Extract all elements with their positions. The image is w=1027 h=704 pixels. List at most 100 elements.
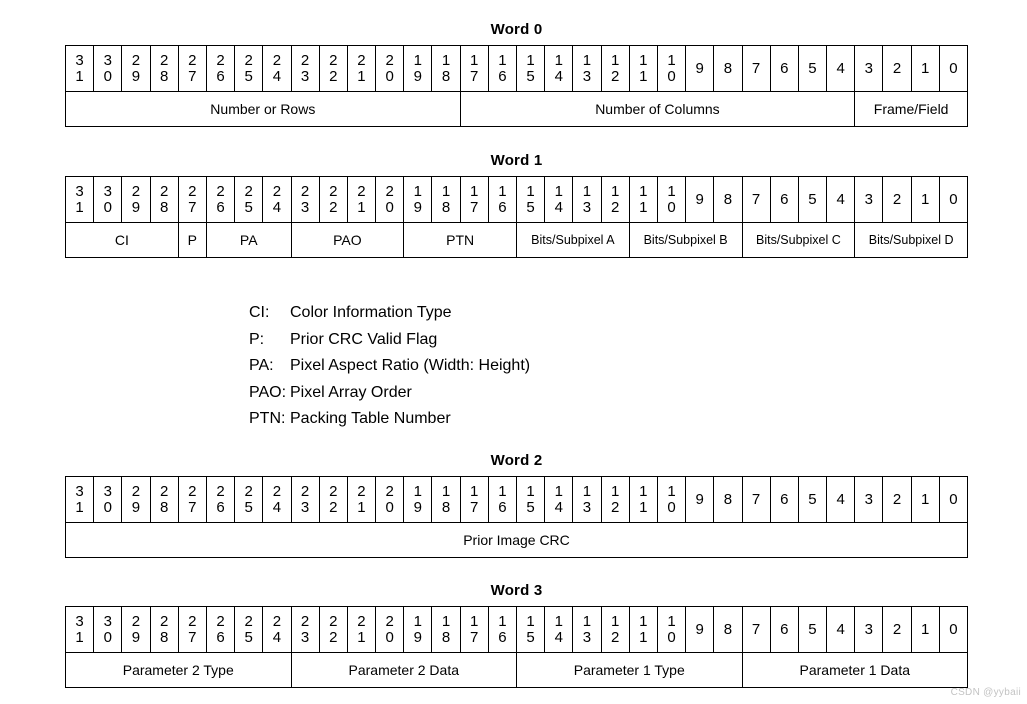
- bit-digit-low: 2: [610, 67, 620, 85]
- field-cell: Parameter 1 Data: [741, 652, 968, 688]
- bit-number-cell: 1: [910, 606, 940, 653]
- bit-digit-low: 3: [300, 198, 310, 216]
- bit-number-cell: 4: [826, 476, 856, 523]
- bit-digit-high: 1: [610, 182, 620, 200]
- bit-digit: 0: [949, 490, 958, 508]
- bit-digit-high: 1: [610, 482, 620, 500]
- bit-digit-low: 2: [329, 498, 338, 516]
- bit-digit-low: 0: [667, 498, 676, 516]
- bit-digit: 4: [836, 59, 845, 77]
- bit-digit-high: 2: [131, 51, 141, 69]
- bit-digit-low: 9: [413, 628, 423, 646]
- bit-digit-high: 2: [357, 482, 366, 500]
- word-title: Word 0: [490, 21, 543, 38]
- bit-digit-high: 2: [357, 612, 366, 630]
- bit-digit-low: 5: [526, 67, 535, 85]
- bit-digit-high: 1: [498, 51, 507, 69]
- bit-digit-low: 8: [159, 498, 169, 516]
- bit-digit-high: 2: [329, 612, 338, 630]
- legend-row: PA:Pixel Aspect Ratio (Width: Height): [249, 353, 530, 380]
- bit-digit-low: 4: [272, 628, 282, 646]
- bit-digit-high: 2: [300, 612, 310, 630]
- bit-digit-high: 1: [554, 612, 563, 630]
- bit-digit-low: 8: [441, 67, 451, 85]
- bit-digit-low: 9: [131, 498, 141, 516]
- bit-digit-high: 2: [216, 51, 225, 69]
- bit-digit-high: 1: [582, 482, 592, 500]
- bit-number-cell: 2: [882, 606, 912, 653]
- bit-digit: 1: [921, 620, 930, 638]
- field-label-row: Prior Image CRC: [65, 522, 968, 558]
- bit-digit-high: 1: [554, 51, 563, 69]
- bit-digit-low: 6: [498, 198, 507, 216]
- bit-digit: 1: [921, 490, 930, 508]
- legend-abbreviation: PAO:: [249, 383, 287, 401]
- bit-number-cell: 9: [685, 176, 715, 223]
- bit-digit-low: 8: [159, 628, 169, 646]
- bit-digit: 3: [864, 190, 874, 208]
- bit-digit-high: 3: [103, 182, 112, 200]
- bit-number-cell: 1: [910, 45, 940, 92]
- bit-digit-low: 4: [272, 498, 282, 516]
- bit-digit-low: 2: [610, 628, 620, 646]
- field-cell: Parameter 1 Type: [516, 652, 743, 688]
- bit-digit-low: 8: [441, 498, 451, 516]
- bit-number-cell: 9: [685, 45, 715, 92]
- bit-digit-high: 3: [75, 482, 84, 500]
- bit-digit-high: 1: [554, 482, 563, 500]
- bit-digit: 9: [695, 490, 704, 508]
- bit-digit-low: 4: [554, 628, 563, 646]
- bit-digit-high: 1: [526, 612, 535, 630]
- bit-digit-low: 1: [639, 67, 648, 85]
- bit-digit-low: 6: [216, 67, 225, 85]
- bit-digit-high: 2: [244, 612, 253, 630]
- bit-digit-high: 1: [470, 182, 479, 200]
- bit-digit-high: 1: [639, 482, 648, 500]
- field-cell: Parameter 2 Type: [65, 652, 292, 688]
- bit-digit-high: 2: [216, 182, 225, 200]
- bit-digit: 5: [808, 190, 817, 208]
- bit-digit-high: 2: [385, 612, 394, 630]
- bit-digit-high: 2: [272, 482, 282, 500]
- bit-digit: 6: [780, 190, 789, 208]
- bit-digit-low: 2: [610, 498, 620, 516]
- bit-number-cell: 9: [685, 606, 715, 653]
- bit-digit: 5: [808, 620, 817, 638]
- bit-number-cell: 3: [854, 476, 884, 523]
- bit-number-cell: 1: [910, 176, 940, 223]
- bit-digit-low: 6: [216, 628, 225, 646]
- field-cell: PAO: [290, 222, 405, 258]
- bit-number-cell: 6: [769, 45, 799, 92]
- legend-row: CI:Color Information Type: [249, 300, 530, 327]
- bit-digit-low: 6: [498, 628, 507, 646]
- bit-digit-high: 2: [159, 182, 169, 200]
- bit-number-cell: 7: [741, 176, 771, 223]
- bit-digit: 8: [723, 620, 733, 638]
- bit-digit-high: 2: [244, 482, 253, 500]
